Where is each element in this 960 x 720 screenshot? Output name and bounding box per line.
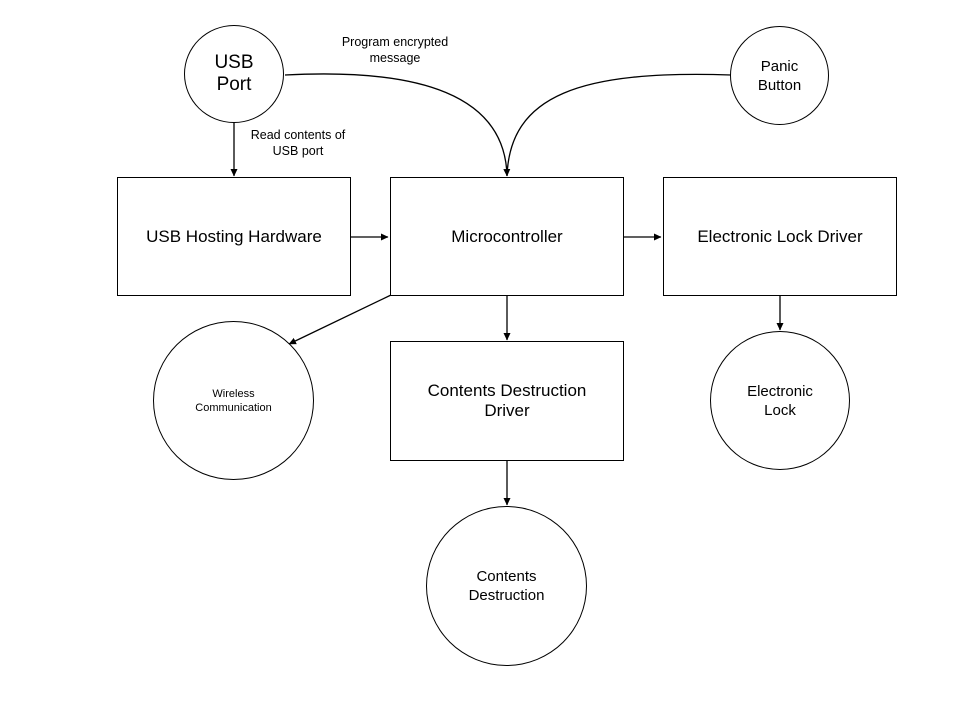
panic-button-node: Panic Button <box>730 26 829 125</box>
contents-destruction-label: Contents Destruction <box>468 568 545 604</box>
edge-label-program-encrypted-message: Program encrypted message <box>341 35 449 65</box>
contents-destruction-node: Contents Destruction <box>426 506 587 666</box>
wireless-communication-label: Wireless Communication <box>195 387 272 414</box>
contents-destruction-driver-label: Contents Destruction Driver <box>427 381 587 420</box>
microcontroller-node: Microcontroller <box>390 177 624 296</box>
usb-port-label: USB Port <box>214 52 254 95</box>
usb-hosting-hardware-label: USB Hosting Hardware <box>146 226 322 246</box>
usb-hosting-hardware-node: USB Hosting Hardware <box>117 177 351 296</box>
usb-port-node: USB Port <box>184 25 284 123</box>
electronic-lock-node: Electronic Lock <box>710 331 850 470</box>
curve-panic-button-to-microcontroller <box>506 73 732 177</box>
microcontroller-label: Microcontroller <box>451 226 563 246</box>
electronic-lock-driver-label: Electronic Lock Driver <box>697 226 863 246</box>
edge-label-read-contents-of-usb-port: Read contents of USB port <box>250 128 346 158</box>
panic-button-label: Panic Button <box>757 57 802 94</box>
wireless-communication-node: Wireless Communication <box>153 321 314 480</box>
electronic-lock-label: Electronic Lock <box>747 382 813 419</box>
contents-destruction-driver-node: Contents Destruction Driver <box>390 341 624 461</box>
arrow-microcontroller-to-wireless <box>288 294 392 345</box>
curve-usb-port-to-microcontroller <box>284 73 511 177</box>
electronic-lock-driver-node: Electronic Lock Driver <box>663 177 897 296</box>
